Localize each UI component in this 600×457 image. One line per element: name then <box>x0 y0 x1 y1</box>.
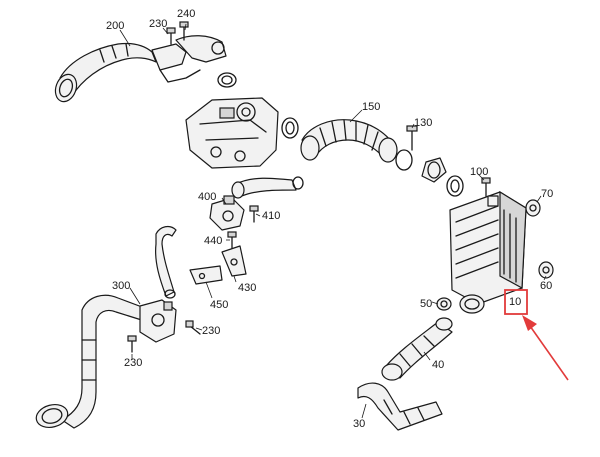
callout-200[interactable]: 200 <box>106 20 124 32</box>
callout-labels: 200 230 240 150 130 100 70 400 410 440 4… <box>106 8 553 430</box>
pipe-300-valve[interactable] <box>139 299 177 343</box>
part-60-grommet[interactable] <box>538 261 554 279</box>
callout-240[interactable]: 240 <box>177 8 195 20</box>
callout-430[interactable]: 430 <box>238 282 256 294</box>
callout-440[interactable]: 440 <box>204 235 222 247</box>
part-400-valve[interactable] <box>209 195 245 231</box>
callout-40[interactable]: 40 <box>432 359 444 371</box>
part-10-intercooler[interactable] <box>449 190 527 314</box>
part-230-bolt-left[interactable] <box>127 335 137 353</box>
callout-300[interactable]: 300 <box>112 280 130 292</box>
callout-70[interactable]: 70 <box>541 188 553 200</box>
gasket-ring-throttle[interactable] <box>281 117 299 139</box>
callout-150[interactable]: 150 <box>362 101 380 113</box>
small-upper-hose[interactable] <box>231 176 304 199</box>
callout-230-left[interactable]: 230 <box>124 357 142 369</box>
part-230-bolt-right[interactable] <box>185 320 201 335</box>
part-40-charge-pipe[interactable] <box>381 317 453 381</box>
part-300-pipe[interactable] <box>34 294 151 430</box>
highlight-arrow-head <box>522 315 537 331</box>
part-230-bolt-top[interactable] <box>166 27 176 45</box>
callout-30[interactable]: 30 <box>353 418 365 430</box>
part-150-corrugated-hose[interactable] <box>300 119 398 163</box>
callout-10[interactable]: 10 <box>509 296 521 308</box>
part-410-bolt[interactable] <box>249 205 259 223</box>
callout-450[interactable]: 450 <box>210 299 228 311</box>
gasket-ring-intercooler[interactable] <box>446 175 464 197</box>
hose-clamp-150[interactable] <box>395 149 447 183</box>
part-30-charge-pipe[interactable] <box>357 382 443 431</box>
part-50-grommet[interactable] <box>436 297 452 311</box>
part-200-hose[interactable] <box>52 35 227 105</box>
vertical-hose[interactable] <box>155 225 177 299</box>
part-130-bolt[interactable] <box>406 125 418 151</box>
callout-100[interactable]: 100 <box>470 166 488 178</box>
callout-400[interactable]: 400 <box>198 191 216 203</box>
callout-230-right[interactable]: 230 <box>202 325 220 337</box>
callout-230-top[interactable]: 230 <box>149 18 167 30</box>
callout-410[interactable]: 410 <box>262 210 280 222</box>
part-450-bracket[interactable] <box>189 265 223 285</box>
callout-50[interactable]: 50 <box>420 298 432 310</box>
leader-lines <box>119 23 547 419</box>
part-240-bolt-top[interactable] <box>179 21 189 41</box>
part-gasket-ring-top[interactable] <box>217 72 237 88</box>
part-100-bolt[interactable] <box>481 177 491 197</box>
part-430-bracket[interactable] <box>221 245 247 277</box>
part-70-grommet[interactable] <box>525 199 541 217</box>
highlight-arrow-shaft <box>529 325 569 381</box>
callout-130[interactable]: 130 <box>414 117 432 129</box>
callout-60[interactable]: 60 <box>540 280 552 292</box>
part-440-bolt[interactable] <box>227 231 237 249</box>
highlight-box <box>504 289 528 315</box>
throttle-housing[interactable] <box>185 97 279 169</box>
highlight-part-10 <box>504 289 569 381</box>
